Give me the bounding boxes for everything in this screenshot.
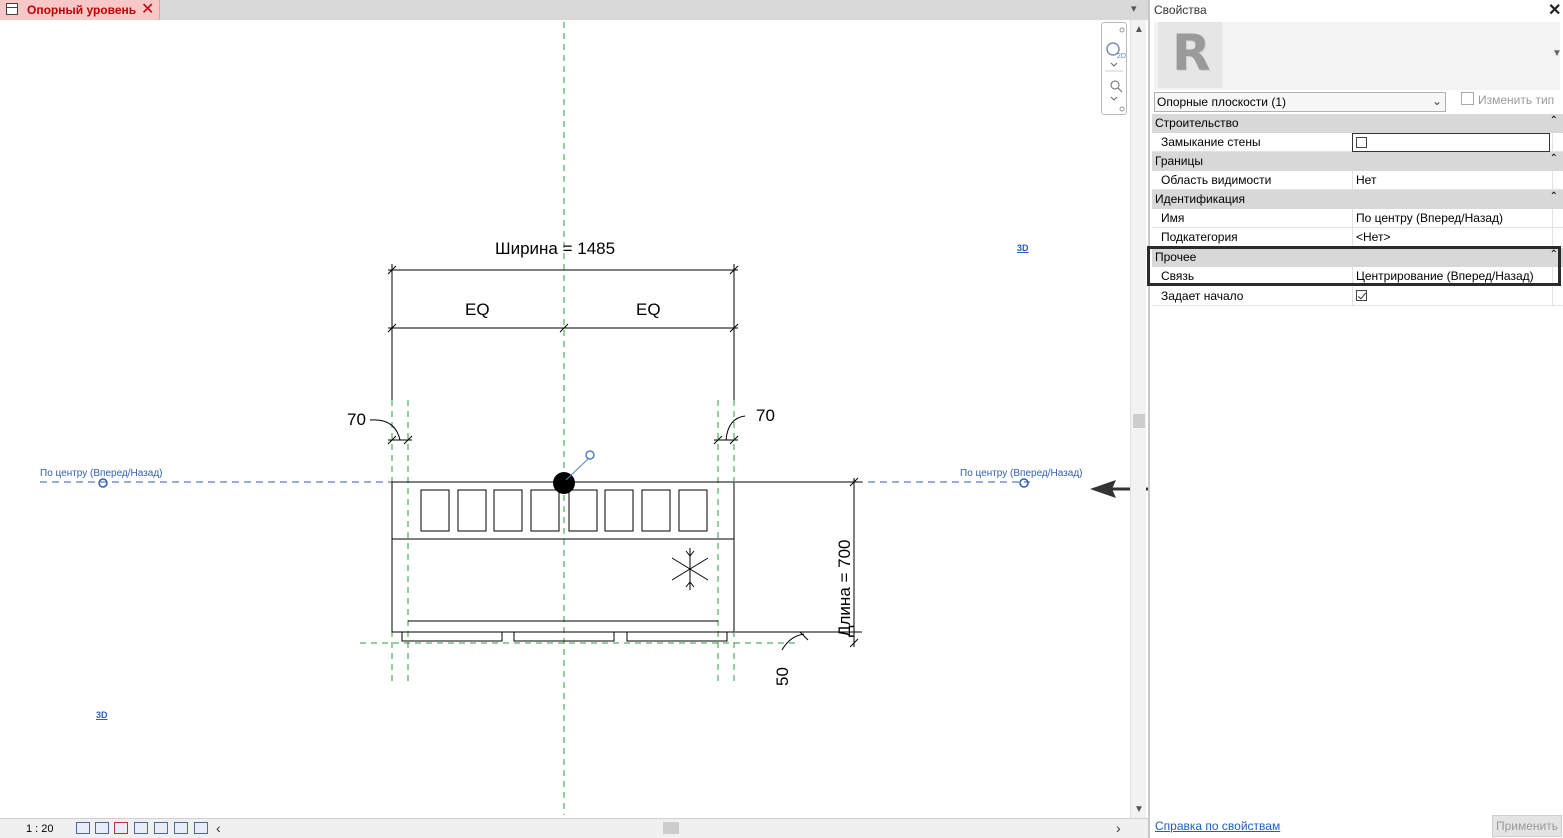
width-dimension-text[interactable]: Ширина = 1485 (495, 239, 616, 258)
scope-box-value[interactable]: Нет (1352, 171, 1550, 190)
name-value[interactable]: По центру (Вперед/Назад) (1352, 209, 1550, 228)
properties-title: Свойства (1154, 3, 1207, 17)
family-drawing[interactable] (0, 20, 1130, 818)
show-crop-region-icon[interactable] (174, 822, 188, 834)
category-label: Строительство (1155, 116, 1239, 130)
plane-end-grip-right (1019, 478, 1029, 488)
wall-closure-value[interactable] (1352, 133, 1550, 152)
selection-filter-value: Опорные плоскости (1) (1157, 95, 1287, 109)
bottom-offset-dimension-text[interactable]: 50 (773, 667, 792, 686)
length-dimension-text[interactable]: Длина = 700 (835, 539, 854, 637)
temporary-hide-icon[interactable] (194, 822, 208, 834)
vertical-scroll-thumb[interactable] (1133, 414, 1145, 428)
ref-plane-label-left[interactable]: По центру (Вперед/Назад) (40, 468, 163, 479)
plane-end-grip-left (98, 478, 108, 488)
visual-style-icon[interactable] (95, 822, 109, 834)
drawing-canvas[interactable]: По центру (Вперед/Назад) По центру (Впер… (0, 20, 1274, 818)
category-label: Границы (1155, 154, 1203, 168)
defines-origin-value[interactable] (1352, 287, 1550, 306)
row-name: Имя По центру (Вперед/Назад) (1152, 209, 1563, 228)
view-tab-label: Опорный уровень (27, 3, 137, 17)
scroll-left-icon[interactable]: ‹ (216, 820, 221, 836)
scroll-right-icon[interactable]: › (1116, 820, 1121, 836)
row-tail (1552, 171, 1563, 190)
3d-label-top[interactable]: 3D (1017, 243, 1029, 253)
row-label: Замыкание стены (1161, 135, 1261, 149)
view-scale[interactable]: 1 : 20 (26, 823, 54, 835)
row-wall-closure: Замыкание стены (1152, 133, 1563, 152)
row-tail (1552, 209, 1563, 228)
ref-plane-label-right[interactable]: По центру (Вперед/Назад) (960, 468, 1083, 479)
scroll-down-icon[interactable]: ▼ (1134, 804, 1144, 815)
row-label: Область видимости (1161, 173, 1272, 187)
category-other[interactable]: Прочее ⌃ (1152, 248, 1563, 267)
view-control-bar: 1 : 20 ‹ › (0, 818, 1148, 838)
row-defines-origin: Задает начало (1152, 287, 1563, 306)
category-extents[interactable]: Границы ⌃ (1152, 152, 1563, 171)
origin-point (553, 472, 575, 494)
wall-closure-checkbox[interactable] (1356, 137, 1367, 148)
row-tail (1552, 133, 1563, 152)
defines-origin-checkbox[interactable] (1356, 290, 1367, 301)
category-identity[interactable]: Идентификация ⌃ (1152, 190, 1563, 209)
type-selector-preview[interactable]: R ▼ (1154, 22, 1562, 90)
revit-logo-icon: R (1172, 24, 1211, 82)
collapse-icon[interactable]: ⌃ (1549, 115, 1558, 126)
steering-wheel-icon[interactable]: 2D (1102, 23, 1126, 114)
scroll-up-icon[interactable]: ▲ (1134, 24, 1144, 35)
category-label: Идентификация (1155, 192, 1245, 206)
row-label: Связь (1161, 269, 1195, 283)
crop-view-icon[interactable] (154, 822, 168, 834)
highlight-box (1147, 246, 1561, 286)
row-tail (1552, 228, 1563, 247)
snowflake-icon (671, 548, 709, 590)
collapse-icon[interactable]: ⌃ (1549, 191, 1558, 202)
sun-path-icon[interactable] (114, 822, 128, 834)
selection-filter-dropdown[interactable]: Опорные плоскости (1) ⌄ (1154, 92, 1446, 112)
category-label: Прочее (1155, 250, 1197, 264)
floor-plan-icon (6, 3, 18, 15)
collapse-icon[interactable]: ⌃ (1549, 249, 1558, 260)
category-construction[interactable]: Строительство ⌃ (1152, 114, 1563, 133)
row-label: Подкатегория (1161, 230, 1238, 244)
properties-help-link[interactable]: Справка по свойствам (1155, 819, 1281, 833)
row-is-reference: Связь Центрирование (Вперед/Назад) (1152, 267, 1563, 286)
edit-type-label: Изменить тип (1478, 93, 1555, 107)
row-label: Задает начало (1161, 289, 1244, 303)
row-label: Имя (1161, 211, 1185, 225)
left-offset-dimension-text[interactable]: 70 (347, 410, 366, 429)
view-tab-bar: Опорный уровень ✕ ▾ (0, 0, 1148, 20)
detail-level-icon[interactable] (76, 822, 90, 834)
is-reference-value[interactable]: Центрирование (Вперед/Назад) (1352, 267, 1550, 286)
vertical-scrollbar[interactable]: ▲ ▼ (1130, 20, 1146, 820)
apply-button[interactable]: Применить (1492, 815, 1562, 837)
tab-list-menu-icon[interactable]: ▾ (1131, 3, 1137, 15)
edit-type-button[interactable]: Изменить тип (1461, 92, 1554, 112)
properties-panel: Свойства ✕ R ▼ Опорные плоскости (1) ⌄ И… (1148, 0, 1563, 838)
3d-label-bottom[interactable]: 3D (96, 710, 108, 720)
edit-type-icon (1461, 92, 1474, 105)
row-tail (1552, 267, 1563, 286)
row-tail (1552, 287, 1563, 306)
close-view-tab-icon[interactable]: ✕ (141, 1, 155, 18)
rotate-grip-icon (585, 450, 595, 460)
view-tab-reference-level[interactable]: Опорный уровень ✕ (0, 0, 160, 20)
row-subcategory: Подкатегория <Нет> (1152, 228, 1563, 247)
svg-text:2D: 2D (1117, 53, 1126, 60)
right-offset-dimension-text[interactable]: 70 (756, 406, 775, 425)
horizontal-scroll-thumb[interactable] (663, 822, 679, 834)
chevron-down-icon: ⌄ (1431, 94, 1442, 108)
navigation-bar[interactable]: 2D (1101, 22, 1127, 115)
object-body (391, 481, 735, 633)
shadows-icon[interactable] (134, 822, 148, 834)
chevron-down-icon[interactable]: ▼ (1552, 48, 1562, 59)
eq-right-text[interactable]: EQ (636, 300, 661, 319)
compartments (420, 489, 708, 532)
close-properties-icon[interactable]: ✕ (1548, 2, 1562, 19)
subcategory-value[interactable]: <Нет> (1352, 228, 1550, 247)
collapse-icon[interactable]: ⌃ (1549, 153, 1558, 164)
type-thumbnail: R (1158, 22, 1222, 88)
row-scope-box: Область видимости Нет (1152, 171, 1563, 190)
eq-left-text[interactable]: EQ (465, 300, 490, 319)
